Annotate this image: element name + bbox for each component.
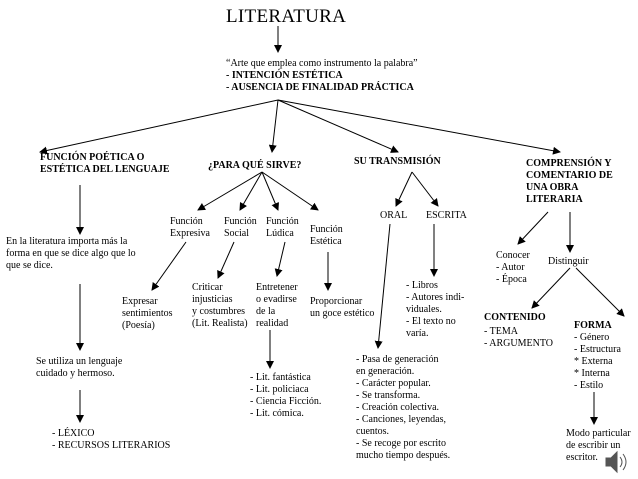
- transmission-oral: ORAL: [380, 210, 408, 221]
- arrow-f1-d1: [151, 241, 187, 291]
- arrow-comprehension-know: [517, 211, 549, 245]
- purpose-heading: ¿PARA QUÉ SIRVE?: [208, 160, 302, 171]
- ludic-description: Entretener o evadirse de la realidad: [256, 282, 298, 329]
- poetic-note: En la literatura importa más la forma en…: [6, 236, 136, 271]
- arrow-definition-comprehension: [277, 99, 561, 155]
- arrow-oral-items: [374, 223, 391, 349]
- expressive-description: Expresar sentimientos (Poesía): [122, 296, 173, 331]
- function-ludic: Función Lúdica: [266, 216, 299, 239]
- arrow-transmission-oral: [395, 171, 413, 207]
- form-items: - Género - Estructura * Externa * Intern…: [574, 332, 621, 391]
- speaker-icon: [605, 450, 627, 474]
- arrow-distinguish-form: [575, 267, 625, 317]
- transmission-heading: SU TRANSMISIÓN: [354, 156, 441, 167]
- aesthetic-description: Proporcionar un goce estético: [310, 296, 375, 319]
- arrow-f3-d3: [274, 241, 286, 277]
- poetic-heading: FUNCIÓN POÉTICA O ESTÉTICA DEL LENGUAJE: [40, 152, 170, 175]
- definition-line-1: - INTENCIÓN ESTÉTICA: [226, 70, 343, 81]
- comprehension-know: Conocer - Autor - Época: [496, 250, 530, 285]
- poetic-resources: - LÉXICO - RECURSOS LITERARIOS: [52, 428, 171, 451]
- page-title: LITERATURA: [226, 6, 347, 27]
- arrow-purpose-f2: [239, 171, 263, 211]
- arrow-purpose-f4: [261, 171, 319, 211]
- oral-items: - Pasa de generación en generación. - Ca…: [356, 354, 451, 461]
- poetic-language: Se utiliza un lenguaje cuidado y hermoso…: [36, 356, 123, 379]
- written-items: - Libros - Autores indi- viduales. - El …: [406, 280, 465, 339]
- content-heading: CONTENIDO: [484, 312, 546, 323]
- content-items: - TEMA - ARGUMENTO: [484, 326, 553, 349]
- arrow-distinguish-content: [531, 267, 571, 309]
- function-expressive: Función Expresiva: [170, 216, 210, 239]
- function-aesthetic: Función Estética: [310, 224, 343, 247]
- arrow-definition-purpose: [268, 99, 279, 153]
- definition-line-2: - AUSENCIA DE FINALIDAD PRÁCTICA: [226, 82, 414, 93]
- ludic-genres: - Lit. fantástica - Lit. policiaca - Cie…: [250, 372, 322, 419]
- arrow-transmission-written: [411, 171, 439, 207]
- function-social: Función Social: [224, 216, 257, 239]
- style-note: Modo particular de escribir un escritor.: [566, 428, 631, 463]
- social-description: Criticar injusticias y costumbres (Lit. …: [192, 282, 248, 329]
- arrow-definition-poetic: [39, 99, 279, 155]
- arrow-f2-d2: [217, 241, 235, 279]
- arrow-purpose-f3: [261, 171, 279, 211]
- transmission-written: ESCRITA: [426, 210, 467, 221]
- form-heading: FORMA: [574, 320, 612, 331]
- comprehension-distinguish: Distinguir: [548, 256, 589, 267]
- arrow-definition-transmission: [277, 99, 399, 153]
- definition-quote: “Arte que emplea como instrumento la pal…: [226, 58, 418, 69]
- arrow-purpose-f1: [197, 171, 263, 211]
- comprehension-heading: COMPRENSIÓN Y COMENTARIO DE UNA OBRA LIT…: [526, 158, 613, 205]
